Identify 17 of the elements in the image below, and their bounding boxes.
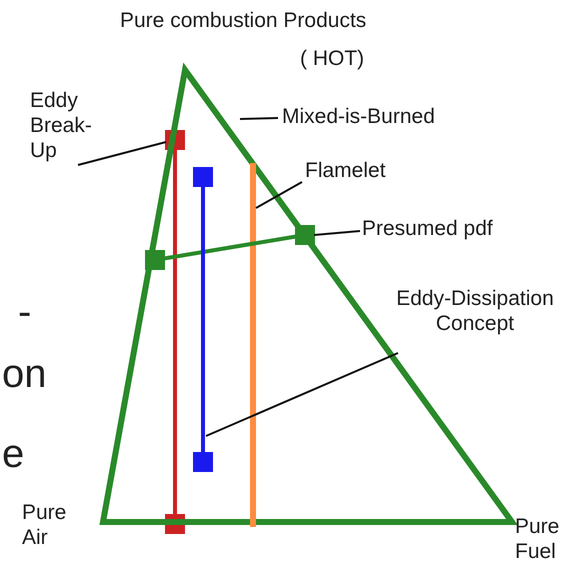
leader-line — [314, 230, 360, 236]
model-label: Mixed-is-Burned — [282, 104, 502, 129]
vertex-label: Pure combustion Products — [120, 8, 366, 33]
leader-line — [78, 141, 166, 166]
vertex-label: ( HOT) — [300, 46, 364, 71]
leader-line — [256, 181, 302, 209]
cut-off-text: e — [2, 432, 24, 476]
model-label: Flamelet — [305, 158, 405, 183]
cut-off-text: on — [2, 352, 46, 396]
vertex-label: Pure Air — [22, 500, 68, 550]
leader-line — [240, 117, 278, 120]
model-label: Presumed pdf — [362, 216, 562, 241]
model-label: Eddy-Dissipation Concept — [395, 286, 555, 336]
leader-line — [206, 352, 398, 437]
model-label: Eddy Break-Up — [30, 88, 110, 163]
vertex-label: Pure Fuel — [515, 514, 560, 564]
cut-off-text: - — [18, 290, 32, 334]
